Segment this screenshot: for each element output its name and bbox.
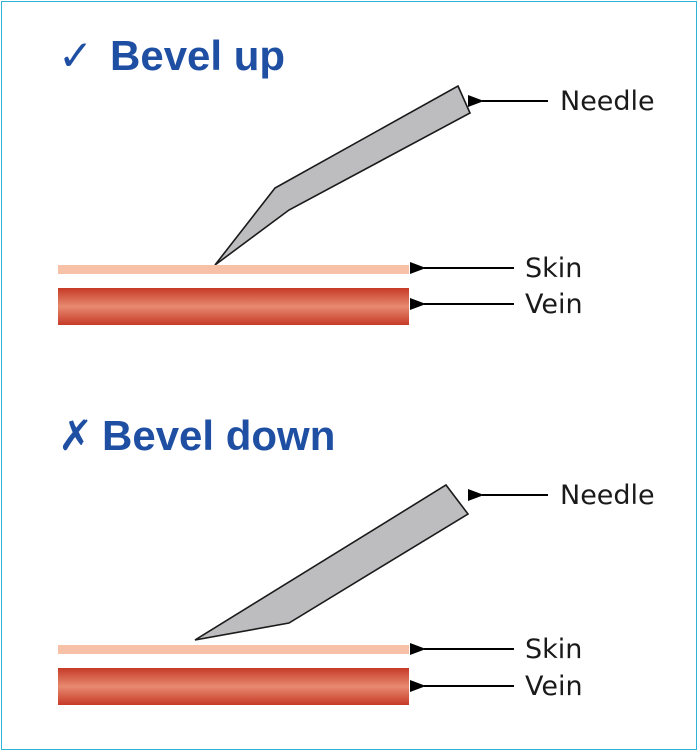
skin-label: Skin bbox=[525, 634, 582, 665]
panel-heading: Bevel up bbox=[110, 32, 285, 79]
vein-label: Vein bbox=[525, 671, 583, 702]
panel-heading-mark: ✗ bbox=[58, 412, 93, 459]
panel-bevel-down: ✗ Bevel down Needle Skin Vein bbox=[58, 412, 655, 705]
vein-label: Vein bbox=[525, 289, 583, 320]
skin-layer bbox=[58, 265, 409, 274]
panel-heading-mark: ✓ bbox=[58, 32, 93, 79]
needle-label: Needle bbox=[560, 86, 655, 117]
needle-shape bbox=[194, 483, 470, 641]
panel-bevel-up: ✓ Bevel up Needle Skin Vein bbox=[58, 32, 655, 325]
vein-layer bbox=[58, 288, 409, 325]
skin-label: Skin bbox=[525, 253, 582, 284]
needle-label: Needle bbox=[560, 480, 655, 511]
skin-layer bbox=[58, 645, 409, 654]
panel-heading: Bevel down bbox=[102, 412, 335, 459]
vein-layer bbox=[58, 668, 409, 705]
needle-shape bbox=[214, 84, 472, 266]
